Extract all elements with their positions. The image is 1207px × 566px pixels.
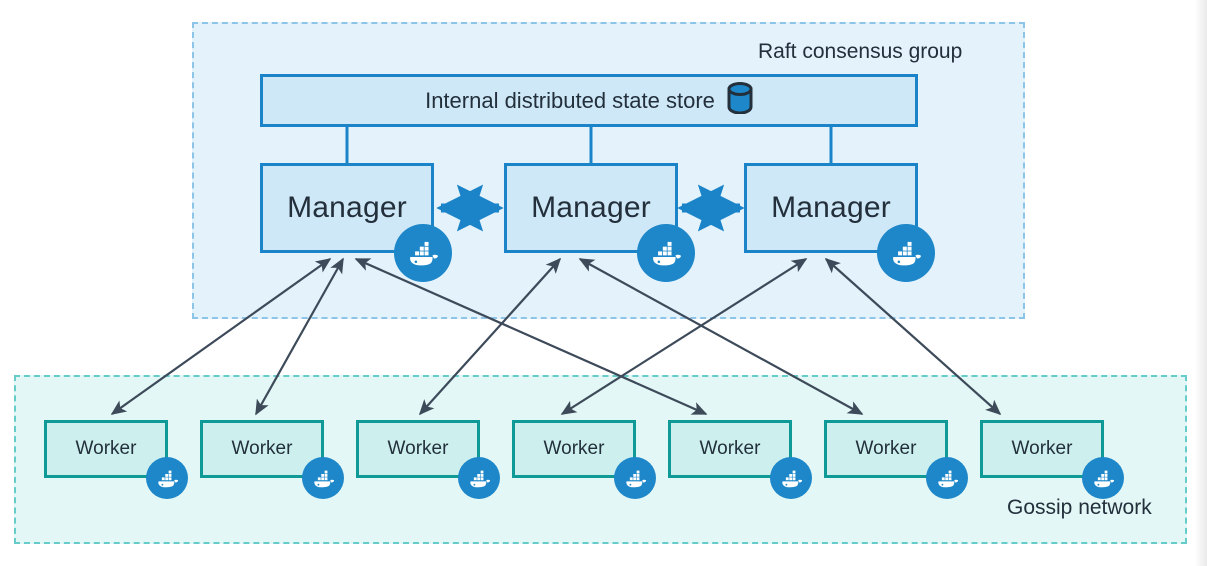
docker-whale-icon [877, 224, 935, 282]
right-edge-strip [1195, 0, 1207, 566]
state-store-box[interactable]: Internal distributed state store [260, 74, 918, 127]
manager-label: Manager [287, 191, 407, 224]
docker-whale-icon [394, 224, 452, 282]
worker-node-6[interactable]: Worker [824, 420, 948, 478]
worker-label: Worker [1011, 438, 1073, 459]
docker-whale-icon [614, 457, 656, 499]
worker-label: Worker [75, 438, 137, 459]
docker-whale-icon [770, 457, 812, 499]
worker-label: Worker [543, 438, 605, 459]
database-cylinder-icon [727, 82, 753, 119]
state-store-label: Internal distributed state store [425, 87, 715, 113]
docker-whale-icon [458, 457, 500, 499]
worker-label: Worker [387, 438, 449, 459]
docker-whale-icon [926, 457, 968, 499]
worker-node-7[interactable]: Worker [980, 420, 1104, 478]
worker-label: Worker [231, 438, 293, 459]
manager-label: Manager [771, 191, 891, 224]
docker-whale-icon [1082, 457, 1124, 499]
docker-whale-icon [302, 457, 344, 499]
docker-whale-icon [637, 224, 695, 282]
gossip-network-label: Gossip network [1007, 496, 1152, 519]
worker-node-5[interactable]: Worker [668, 420, 792, 478]
docker-whale-icon [146, 457, 188, 499]
raft-group-label: Raft consensus group [758, 40, 963, 63]
worker-label: Worker [699, 438, 761, 459]
worker-label: Worker [855, 438, 917, 459]
manager-label: Manager [531, 191, 651, 224]
